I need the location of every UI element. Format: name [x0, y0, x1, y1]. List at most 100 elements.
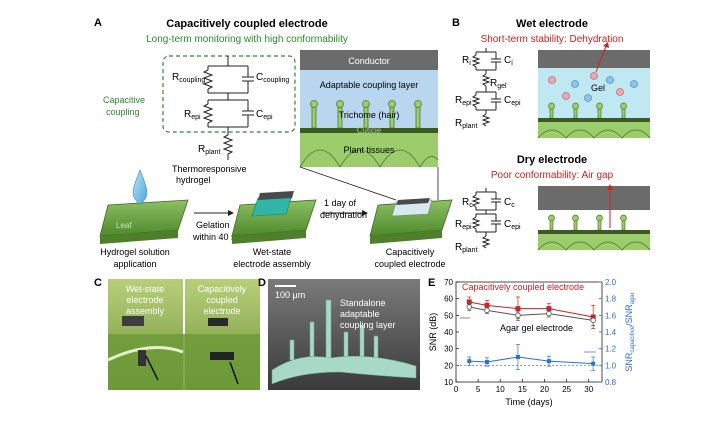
data-point-agar: [590, 317, 596, 324]
step-caption-3-line2: coupled electrode: [374, 259, 445, 269]
repi-dry-label: Repi: [455, 219, 472, 231]
panel-b-letter: B: [452, 17, 460, 29]
leaf-1: [99, 169, 189, 244]
step-caption-3-line1: Capacitively: [386, 247, 435, 257]
photo-right-label-3: electrode: [203, 306, 240, 316]
data-point-capacitive: [466, 299, 472, 305]
c-epi-label: Cepi: [256, 109, 273, 121]
photo-left-label-2: electrode: [126, 295, 163, 305]
sem-label-1: Standalone: [340, 298, 386, 308]
sem-coupling-layer: [271, 355, 417, 385]
panel-a-subtitle: Long-term monitoring with high conformab…: [146, 34, 348, 45]
arrow-step-2-head: [362, 210, 368, 216]
step1-label-2: within 40 s: [192, 232, 236, 242]
sem-label-3: coupling layer: [340, 320, 396, 330]
panel-c-letter: C: [94, 277, 102, 289]
x-axis-label: Time (days): [505, 397, 552, 407]
layer-plant-tissues: Plant tissues: [343, 145, 395, 155]
c-coupling-label: Ccoupling: [256, 72, 289, 84]
y-right-tick-label: 2.0: [605, 278, 617, 287]
r-epi-label: Repi: [184, 109, 201, 121]
x-tick-label: 20: [540, 385, 549, 394]
data-point-ratio: [591, 361, 596, 366]
dry-stack: [537, 184, 651, 251]
layer-trichome: Trichome (hair): [339, 110, 400, 120]
leaf-2: [231, 191, 317, 244]
hydrogel-label-1: Thermoresponsive: [172, 164, 247, 174]
wet-title: Wet electrode: [516, 18, 588, 30]
layer-coupling: Adaptable coupling layer: [320, 80, 419, 90]
y-right-tick-label: 1.8: [605, 295, 617, 304]
y-axis-right-label: SNRcapacitive/SNRagar: [624, 292, 636, 371]
capacitive-label-1: Capacitive: [103, 95, 145, 105]
layer-conductor: Conductor: [348, 56, 390, 66]
electrode-cap-top: [208, 318, 228, 326]
wet-subtitle: Short-term stability: Dehydration: [481, 34, 624, 45]
y-axis-left-label: SNR (dB): [428, 313, 438, 352]
photo-right-label-1: Capacitively: [198, 284, 247, 294]
rc-label: Rc: [462, 197, 473, 209]
data-point-agar: [466, 304, 472, 310]
y-left-tick-label: 40: [444, 328, 453, 337]
y-left-tick-label: 60: [444, 295, 453, 304]
y-left-tick-label: 70: [444, 278, 453, 287]
dry-subtitle: Poor conformability: Air gap: [491, 170, 614, 181]
circuit-wet: [471, 48, 501, 127]
x-tick-label: 10: [496, 385, 505, 394]
rgel-label: Rgel: [490, 78, 507, 90]
leaf-label: Leaf: [116, 221, 132, 230]
x-tick-label: 15: [518, 385, 527, 394]
step-caption-2-line1: Wet-state: [253, 247, 291, 257]
panel-d: D 100 μm Standalone adaptable coupling l…: [258, 277, 420, 390]
capacitive-coupling-box: [162, 55, 296, 133]
y-right-tick-label: 1.2: [605, 345, 617, 354]
cepi-wet-label: Cepi: [504, 95, 521, 107]
step-caption-1-line1: Hydrogel solution: [100, 247, 170, 257]
ri-label: Ri: [462, 55, 471, 67]
panel-a-title: Capacitively coupled electrode: [166, 18, 327, 30]
rplant-wet-label: Rplant: [455, 118, 477, 130]
ci-label: Ci: [504, 55, 513, 67]
step-caption-2-line2: electrode assembly: [233, 259, 311, 269]
data-point-ratio: [546, 359, 551, 364]
r-plant-label: Rplant: [198, 144, 220, 156]
gel-label: Gel: [591, 83, 605, 93]
sem-label-2: adaptable: [340, 309, 380, 319]
photo-left-label-3: assembly: [126, 306, 165, 316]
x-tick-label: 25: [562, 385, 571, 394]
panel-a-letter: A: [94, 17, 102, 29]
x-tick-label: 0: [454, 385, 459, 394]
y-right-tick-label: 1.4: [605, 328, 617, 337]
leaf-3: [369, 198, 453, 244]
electrode-wet-bottom: [138, 350, 146, 366]
wet-stack: [537, 42, 651, 139]
scale-label: 100 μm: [275, 290, 305, 300]
data-point-agar: [515, 312, 521, 319]
zoom-line-left: [299, 166, 397, 201]
panel-d-letter: D: [258, 277, 266, 289]
circuit-dry: [471, 188, 501, 249]
repi-wet-label: Repi: [455, 95, 472, 107]
legend-agar: Agar gel electrode: [500, 323, 573, 333]
electrode-cap-bottom: [210, 352, 234, 360]
data-point-agar: [546, 310, 552, 317]
panel-a: A Capacitively coupled electrode Long-te…: [94, 17, 453, 269]
data-point-ratio: [515, 355, 520, 359]
data-point-agar: [484, 307, 490, 314]
capacitive-label-2: coupling: [106, 107, 140, 117]
y-left-tick-label: 30: [444, 345, 453, 354]
cc-label: Cc: [504, 197, 515, 209]
arrow-step-1-head: [228, 210, 234, 216]
photo-right-label-2: coupled: [206, 295, 238, 305]
data-point-capacitive: [484, 302, 490, 308]
panel-e-letter: E: [428, 277, 435, 289]
step1-label-1: Gelation: [196, 220, 230, 230]
photo-left-label-1: Wet-state: [126, 284, 164, 294]
layer-stack: [299, 50, 439, 168]
y-left-tick-label: 20: [444, 361, 453, 370]
data-point-ratio: [467, 359, 472, 364]
data-point-capacitive: [515, 306, 521, 312]
y-right-tick-label: 1.6: [605, 311, 617, 320]
